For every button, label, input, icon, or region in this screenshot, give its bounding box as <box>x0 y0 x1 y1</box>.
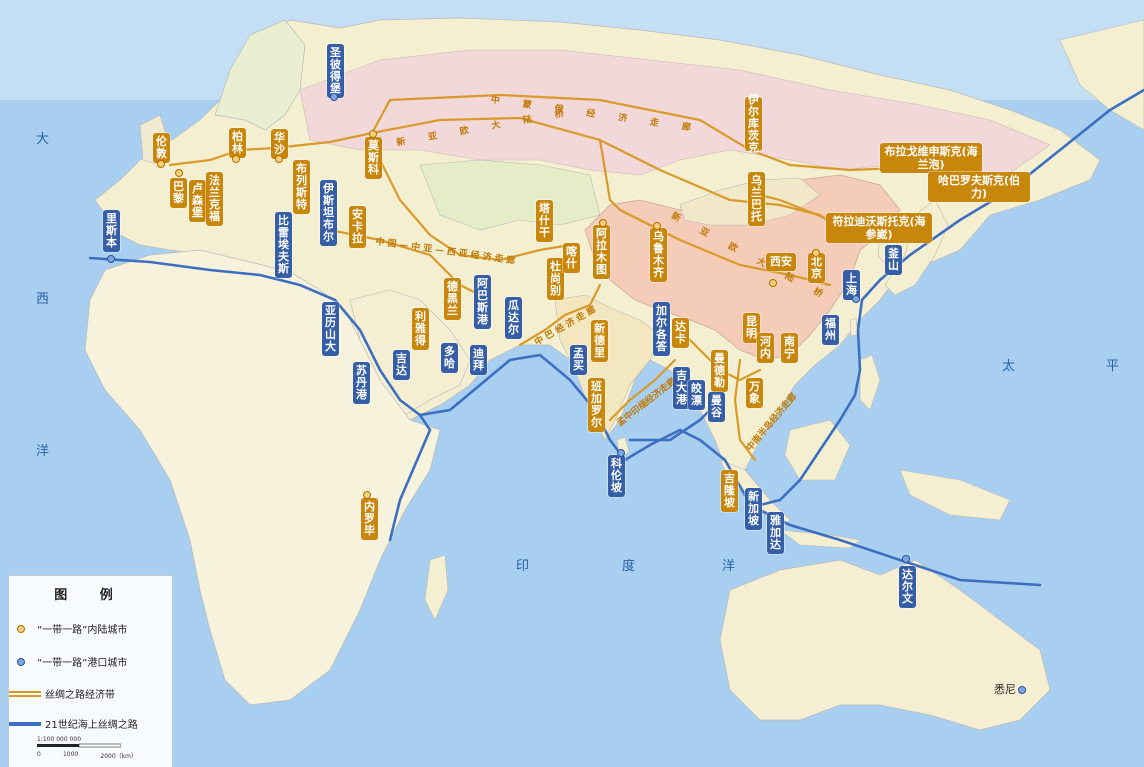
scale-tick-1000: 1000 <box>62 751 79 758</box>
city-tashkent[interactable]: 塔什干 <box>536 200 553 242</box>
city-london[interactable]: 伦敦 <box>153 133 170 163</box>
city-kuala-lumpur[interactable]: 吉隆坡 <box>721 470 738 512</box>
port-colombo[interactable]: 科伦坡 <box>608 455 625 497</box>
city-bangalore[interactable]: 班加罗尔 <box>588 378 605 432</box>
city-kashgar[interactable]: 喀什 <box>563 243 580 273</box>
city-frankfurt[interactable]: 法兰克福 <box>206 172 223 226</box>
city-berlin[interactable]: 柏林 <box>229 128 246 158</box>
city-luxembourg[interactable]: 卢森堡 <box>189 180 206 222</box>
dot-urumqi <box>653 222 661 230</box>
ocean-atlantic-3: 洋 <box>36 444 50 459</box>
ocean-indian-2: 度 <box>622 559 636 574</box>
scale-ratio: 1:100 000 000 <box>37 736 82 743</box>
port-mumbai[interactable]: 孟买 <box>570 345 587 375</box>
dot-st-petersburg <box>330 93 338 101</box>
port-port-sudan[interactable]: 苏丹港 <box>353 362 370 404</box>
dot-lisbon <box>107 255 115 263</box>
scale-tick-0: 0 <box>37 751 41 758</box>
city-tehran[interactable]: 德黑兰 <box>444 278 461 320</box>
dot-paris <box>175 169 183 177</box>
ocean-pacific-2: 平 <box>1106 359 1120 374</box>
city-paris[interactable]: 巴黎 <box>170 178 187 208</box>
dot-warsaw <box>275 155 283 163</box>
port-sydney[interactable]: 悉尼 <box>994 683 1016 696</box>
city-riyadh[interactable]: 利雅得 <box>412 308 429 350</box>
legend-inland-dot-icon <box>17 624 25 633</box>
dot-colombo <box>617 449 625 457</box>
city-vladivostok[interactable]: 符拉迪沃斯托克(海参崴) <box>826 213 932 243</box>
dot-berlin <box>232 155 240 163</box>
ocean-atlantic-2: 西 <box>36 292 50 307</box>
legend-port-label: “一带一路”港口城市 <box>37 658 128 669</box>
city-new-delhi[interactable]: 新德里 <box>591 320 608 362</box>
city-ankara[interactable]: 安卡拉 <box>349 206 366 248</box>
city-moscow[interactable]: 莫斯科 <box>365 137 382 179</box>
city-almaty[interactable]: 阿拉木图 <box>593 225 610 279</box>
city-blagoveshchensk[interactable]: 布拉戈维申斯克(海兰泡) <box>880 143 982 173</box>
scale-tick-2000: 2000（km） <box>100 753 137 760</box>
city-urumqi[interactable]: 乌鲁木齐 <box>650 228 667 282</box>
port-busan[interactable]: 釜山 <box>885 245 902 275</box>
city-kunming[interactable]: 昆明 <box>743 313 760 343</box>
port-chittagong[interactable]: 吉大港 <box>673 367 690 409</box>
port-doha[interactable]: 多哈 <box>441 343 458 373</box>
city-nanning[interactable]: 南宁 <box>781 333 798 363</box>
port-alexandria[interactable]: 亚历山大 <box>322 302 339 356</box>
port-shanghai[interactable]: 上海 <box>843 270 860 300</box>
port-dubai[interactable]: 迪拜 <box>470 345 487 375</box>
port-bandar-abbas[interactable]: 阿巴斯港 <box>474 275 491 329</box>
city-hanoi[interactable]: 河内 <box>757 333 774 363</box>
city-nairobi[interactable]: 内罗毕 <box>361 498 378 540</box>
legend-silk-road-line-icon <box>9 690 41 697</box>
port-istanbul[interactable]: 伊斯坦布尔 <box>320 180 337 246</box>
legend-silk-road-label: 丝绸之路经济带 <box>45 690 115 701</box>
dot-xian <box>769 279 777 287</box>
dot-darwin <box>902 555 910 563</box>
port-st-petersburg[interactable]: 圣彼得堡 <box>327 44 344 98</box>
city-brest[interactable]: 布列斯特 <box>293 160 310 214</box>
city-dhaka[interactable]: 达卡 <box>672 318 689 348</box>
city-irkutsk[interactable]: 伊尔库茨克 <box>745 94 762 154</box>
legend-inland-label: “一带一路”内陆城市 <box>37 625 128 636</box>
scale-bar: 1:100 000 000 0 1000 2000（km） <box>37 736 137 760</box>
dot-almaty <box>599 219 607 227</box>
dot-sydney <box>1018 686 1026 694</box>
dot-nairobi <box>363 491 371 499</box>
legend-maritime-line-icon <box>9 721 41 726</box>
city-mandalay[interactable]: 曼德勒 <box>711 350 728 392</box>
city-ulaanbaatar[interactable]: 乌兰巴托 <box>748 172 765 226</box>
city-warsaw[interactable]: 华沙 <box>271 129 288 159</box>
port-bangkok[interactable]: 曼谷 <box>708 392 725 422</box>
city-beijing[interactable]: 北京 <box>808 253 825 283</box>
dot-london <box>157 160 165 168</box>
port-kyaukphyu[interactable]: 皎漂 <box>688 380 705 410</box>
ocean-indian-3: 洋 <box>722 559 736 574</box>
legend-maritime-label: 21世纪海上丝绸之路 <box>45 720 138 731</box>
dot-shanghai <box>852 295 860 303</box>
legend-port-dot-icon <box>17 657 25 666</box>
dot-beijing <box>812 249 820 257</box>
port-piraeus[interactable]: 比雷埃夫斯 <box>275 212 292 278</box>
port-singapore[interactable]: 新加坡 <box>745 488 762 530</box>
ocean-pacific-1: 太 <box>1002 359 1016 374</box>
city-dushanbe[interactable]: 杜尚别 <box>547 258 564 300</box>
port-gwadar[interactable]: 瓜达尔 <box>505 297 522 339</box>
city-vientiane[interactable]: 万象 <box>746 378 763 408</box>
port-jakarta[interactable]: 雅加达 <box>767 512 784 554</box>
port-darwin[interactable]: 达尔文 <box>899 566 916 608</box>
ocean-indian-1: 印 <box>516 559 530 574</box>
ocean-atlantic-1: 大 <box>36 132 50 147</box>
port-lisbon[interactable]: 里斯本 <box>103 210 120 252</box>
city-khabarovsk[interactable]: 哈巴罗夫斯克(伯力) <box>928 172 1030 202</box>
map-legend: 图 例 “一带一路”内陆城市 “一带一路”港口城市 丝绸之路经济带 21世纪海上… <box>8 575 173 767</box>
scale-bar-graphic <box>37 743 122 748</box>
port-kolkata[interactable]: 加尔各答 <box>653 302 670 356</box>
port-fuzhou[interactable]: 福州 <box>822 315 839 345</box>
dot-moscow <box>369 130 377 138</box>
port-jeddah[interactable]: 吉达 <box>393 350 410 380</box>
city-xian[interactable]: 西安 <box>766 253 796 271</box>
legend-title: 图 例 <box>54 588 127 603</box>
